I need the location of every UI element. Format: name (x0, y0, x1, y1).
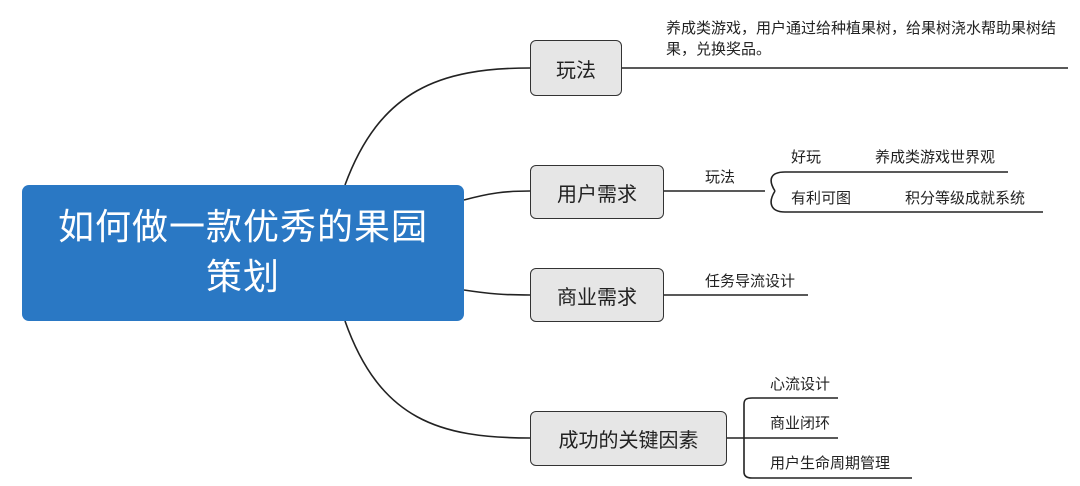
topic-success-factors-label: 成功的关键因素 (558, 428, 699, 452)
user-needs-profit-label: 有利可图 (791, 189, 852, 207)
topic-gameplay[interactable]: 玩法 (530, 40, 622, 96)
topic-business-needs-label: 商业需求 (557, 284, 637, 309)
central-topic[interactable]: 如何做一款优秀的果园策划 (22, 185, 464, 321)
central-topic-title: 如何做一款优秀的果园策划 (57, 207, 428, 298)
success-item-lifecycle: 用户生命周期管理 (770, 454, 891, 472)
connector-root-user-needs (463, 190, 531, 201)
success-item-flow: 心流设计 (770, 375, 831, 393)
success-item-loop: 商业闭环 (770, 414, 831, 432)
business-needs-item-guide: 任务导流设计 (705, 272, 796, 290)
topic-user-needs-label: 用户需求 (557, 181, 637, 206)
connector-branch-fun (770, 171, 1008, 192)
topic-success-factors[interactable]: 成功的关键因素 (530, 411, 727, 466)
user-needs-fun-detail: 养成类游戏世界观 (875, 148, 996, 166)
topic-gameplay-label: 玩法 (556, 57, 596, 82)
connector-root-gameplay (344, 67, 531, 186)
topic-user-needs[interactable]: 用户需求 (530, 165, 664, 219)
connector-root-business (463, 289, 531, 296)
gameplay-description: 养成类游戏，用户通过给种植果树，给果树浇水帮助果树结果，兑换奖品。 (666, 19, 1057, 58)
connector-success-flow (743, 397, 838, 438)
topic-business-needs[interactable]: 商业需求 (530, 268, 664, 322)
user-needs-branch-label: 玩法 (705, 168, 736, 186)
connector-root-success (344, 320, 531, 439)
user-needs-profit-detail: 积分等级成就系统 (905, 189, 1026, 207)
user-needs-fun-label: 好玩 (791, 148, 822, 166)
connector-success-lifecycle (743, 438, 912, 479)
connector-branch-profit (770, 190, 1043, 213)
